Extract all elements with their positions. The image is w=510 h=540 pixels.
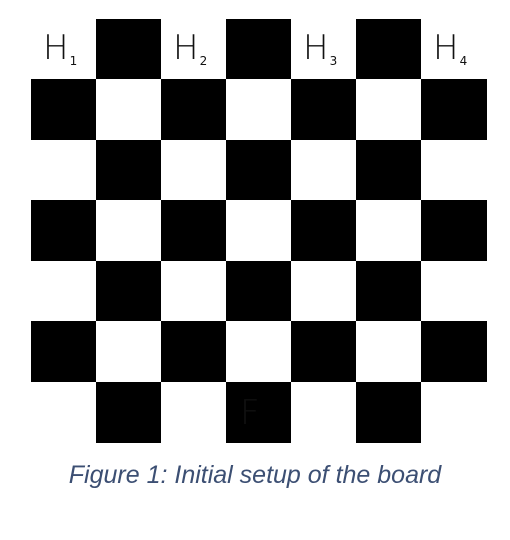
board-square-r2c4 <box>291 139 357 201</box>
board-square-r2c2 <box>161 139 227 201</box>
board-square-r0c6 <box>421 19 487 80</box>
board-square-r1c0 <box>31 79 97 141</box>
board-square-r5c3 <box>226 321 292 383</box>
board-square-r6c4 <box>291 381 357 443</box>
piece-letter: H <box>43 28 69 68</box>
board-square-r1c1 <box>96 79 162 141</box>
board-square-r5c0 <box>31 321 97 383</box>
board-square-r1c4 <box>291 79 357 141</box>
board-square-r6c1 <box>96 381 162 443</box>
board-square-r4c1 <box>96 260 162 322</box>
board-square-r4c5 <box>356 260 422 322</box>
board-square-r0c5 <box>356 19 422 80</box>
board-square-r6c0 <box>31 381 97 443</box>
board-square-r2c5 <box>356 139 422 201</box>
piece-subscript: 3 <box>329 54 338 68</box>
piece-label-f: F <box>240 396 260 430</box>
board-square-r3c4 <box>291 200 357 262</box>
caption-text: Figure 1: Initial setup of the board <box>68 461 442 489</box>
piece-subscript: 4 <box>459 54 468 68</box>
piece-label-h1: H1 <box>43 28 78 68</box>
board-square-r1c3 <box>226 79 292 141</box>
board-square-r3c3 <box>226 200 292 262</box>
board-square-r3c2 <box>161 200 227 262</box>
piece-label-h4: H4 <box>433 28 468 68</box>
piece-label-h2: H2 <box>173 28 208 68</box>
piece-letter: F <box>240 392 260 433</box>
board-square-r3c6 <box>421 200 487 262</box>
board-square-r6c6 <box>421 381 487 443</box>
board-square-r5c1 <box>96 321 162 383</box>
piece-letter: H <box>303 28 329 68</box>
board-square-r4c4 <box>291 260 357 322</box>
board-square-r4c2 <box>161 260 227 322</box>
board-square-r1c5 <box>356 79 422 141</box>
board-square-r1c6 <box>421 79 487 141</box>
board-square-r0c3 <box>226 19 292 80</box>
board-square-r0c2 <box>161 19 227 80</box>
board-square-r2c3 <box>226 139 292 201</box>
board-square-r5c2 <box>161 321 227 383</box>
board-square-r4c3 <box>226 260 292 322</box>
board-square-r2c0 <box>31 139 97 201</box>
piece-letter: H <box>433 28 459 68</box>
board-square-r0c0 <box>31 19 97 80</box>
piece-letter: H <box>173 28 199 68</box>
piece-label-h3: H3 <box>303 28 338 68</box>
board-square-r0c4 <box>291 19 357 80</box>
piece-subscript: 2 <box>199 54 208 68</box>
board-square-r5c5 <box>356 321 422 383</box>
piece-subscript: 1 <box>69 54 78 68</box>
board-square-r3c1 <box>96 200 162 262</box>
board-square-r4c0 <box>31 260 97 322</box>
board-square-r5c6 <box>421 321 487 383</box>
board-square-r0c1 <box>96 19 162 80</box>
board-square-r1c2 <box>161 79 227 141</box>
figure-caption: Figure 1: Initial setup of the board <box>0 459 510 492</box>
board-square-r2c6 <box>421 139 487 201</box>
board-square-r6c2 <box>161 381 227 443</box>
board-square-r2c1 <box>96 139 162 201</box>
board-square-r6c5 <box>356 381 422 443</box>
board-square-r6c3 <box>226 381 292 443</box>
board-square-r5c4 <box>291 321 357 383</box>
board-square-r3c5 <box>356 200 422 262</box>
board-square-r4c6 <box>421 260 487 322</box>
board-square-r3c0 <box>31 200 97 262</box>
